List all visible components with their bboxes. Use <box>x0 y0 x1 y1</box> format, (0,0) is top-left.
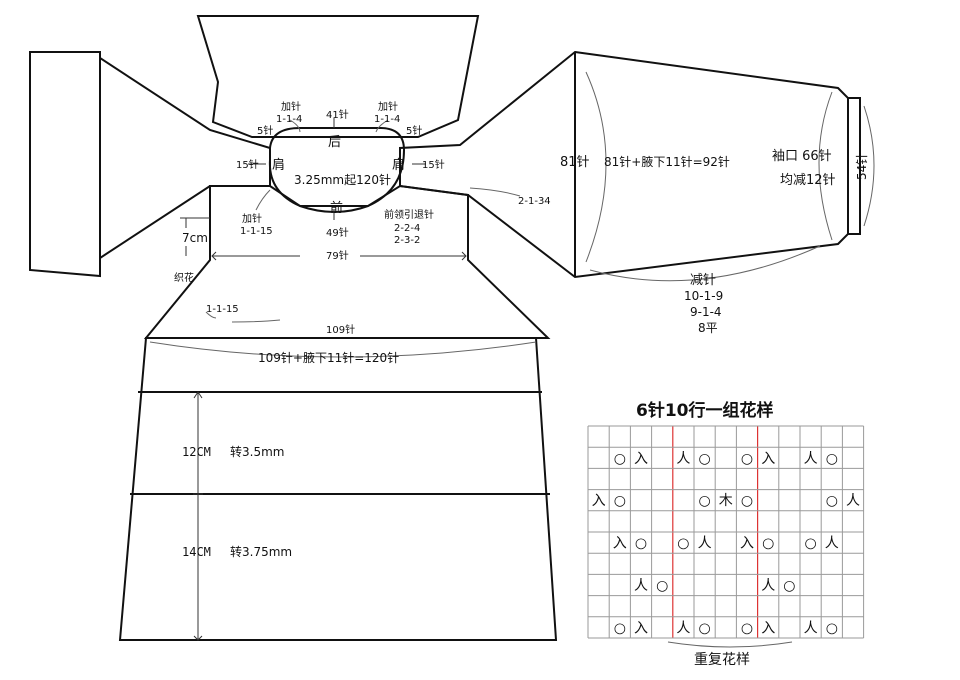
dec-rule-2: 9-1-4 <box>690 305 722 319</box>
chart-stitch-symbol: 入 <box>761 620 775 636</box>
width-79: 79针 <box>326 249 349 262</box>
chart-stitch-symbol: ○ <box>656 578 668 594</box>
chart-stitch-symbol: ○ <box>614 493 626 509</box>
dec-rule-3: 8平 <box>698 321 718 335</box>
chart-stitch-symbol: ○ <box>698 451 710 467</box>
chart-stitch-symbol: 入 <box>634 451 648 467</box>
chart-stitch-symbol: 人 <box>676 620 690 636</box>
shoulder-left-label: 肩 <box>272 157 285 173</box>
height-7cm: 7cm <box>182 231 208 245</box>
chart-stitch-symbol: 人 <box>804 451 818 467</box>
chart-stitch-symbol: ○ <box>804 536 816 552</box>
cuff-label: 袖口 66针 <box>772 149 832 164</box>
left-15-stitches: 15针 <box>236 158 259 171</box>
chart-stitch-symbol: ○ <box>783 578 795 594</box>
chart-stitch-symbol: ○ <box>826 493 838 509</box>
inc-front-title: 加针 <box>242 212 262 225</box>
texture-label: 织花 <box>174 271 194 284</box>
band1-height: 12CM <box>182 445 211 459</box>
right-5-stitches: 5针 <box>406 124 422 137</box>
cast-on-label: 3.25mm起120针 <box>294 172 391 187</box>
chart-stitch-symbol: 入 <box>613 536 627 552</box>
chart-stitch-symbol: 入 <box>634 620 648 636</box>
front-stitches: 49针 <box>326 226 349 239</box>
shoulder-right-label: 肩 <box>392 157 405 173</box>
chart-stitch-symbol: 人 <box>676 451 690 467</box>
chart-stitch-symbol: 人 <box>825 536 839 552</box>
inc-right-rule: 1-1-4 <box>374 114 400 125</box>
chart-stitch-symbol: 人 <box>761 578 775 594</box>
chart-stitch-symbol: ○ <box>677 536 689 552</box>
chart-stitch-symbol: 木 <box>719 493 733 509</box>
body-skirt <box>118 337 558 641</box>
chart-stitch-symbol: ○ <box>698 620 710 636</box>
chart-stitch-symbol: ○ <box>762 536 774 552</box>
chart-stitch-symbol: ○ <box>614 620 626 636</box>
left-sleeve-outline <box>29 51 271 278</box>
chart-stitch-symbol: 人 <box>846 493 860 509</box>
width-109: 109针 <box>326 323 355 336</box>
inc-front-rule: 1-1-15 <box>240 226 273 237</box>
dec-title: 减针 <box>690 273 716 288</box>
chart-stitch-symbol: ○ <box>741 620 753 636</box>
chart-stitch-symbol: ○ <box>741 451 753 467</box>
inc-left-rule: 1-1-4 <box>276 114 302 125</box>
inc-left-title: 加针 <box>281 100 301 113</box>
chart-stitch-symbol: 入 <box>592 493 606 509</box>
width-total: 109针+腋下11针=120针 <box>258 350 399 365</box>
dec-rule-1: 10-1-9 <box>684 289 723 303</box>
sleeve-total-stitches: 81针+腋下11针=92针 <box>604 154 730 169</box>
chart-stitch-symbol: ○ <box>741 493 753 509</box>
chart-stitch-symbol: ○ <box>826 451 838 467</box>
repeat-label: 重复花样 <box>694 651 750 668</box>
cuff-decrease: 均减12针 <box>780 173 836 188</box>
left-5-stitches: 5针 <box>257 124 273 137</box>
sleeve-join-rule: 2-1-34 <box>518 196 551 207</box>
chart-stitch-symbol: ○ <box>635 536 647 552</box>
back-stitches: 41针 <box>326 108 349 121</box>
chart-stitch-symbol: 人 <box>634 578 648 594</box>
chart-stitch-symbol: ○ <box>826 620 838 636</box>
band2-needle: 转3.75mm <box>230 544 292 559</box>
front-body-yoke <box>143 184 551 339</box>
band1-needle: 转3.5mm <box>230 444 284 459</box>
back-neck-panel <box>196 15 480 138</box>
pattern-title: 6针10行一组花样 <box>636 400 774 421</box>
chart-stitch-symbol: ○ <box>614 451 626 467</box>
chart-stitch-symbol: 人 <box>804 620 818 636</box>
back-label: 后 <box>328 135 341 150</box>
neck-short-rows-1: 2-2-4 <box>394 223 420 234</box>
front-label: 前 <box>330 200 343 216</box>
neck-short-rows-2: 2-3-2 <box>394 235 420 246</box>
band2-height: 14CM <box>182 545 211 559</box>
chart-stitch-symbol: 人 <box>698 536 712 552</box>
cuff-stitches: 54针 <box>854 153 869 180</box>
chart-stitch-symbol: 入 <box>761 451 775 467</box>
cuff-band <box>847 97 861 235</box>
neck-short-rows-title: 前领引退针 <box>384 208 434 221</box>
chart-stitch-symbol: ○ <box>698 493 710 509</box>
side-inc-rule: 1-1-15 <box>206 304 239 315</box>
sleeve-left-stitches: 81针 <box>560 155 590 170</box>
chart-stitch-symbol: 入 <box>740 536 754 552</box>
right-15-stitches: 15针 <box>422 158 445 171</box>
pattern-chart: ○入人○○入人○入○○木○○人入○○人入○○人人○人○○入人○○入人○ <box>587 425 865 639</box>
inc-right-title: 加针 <box>378 100 398 113</box>
